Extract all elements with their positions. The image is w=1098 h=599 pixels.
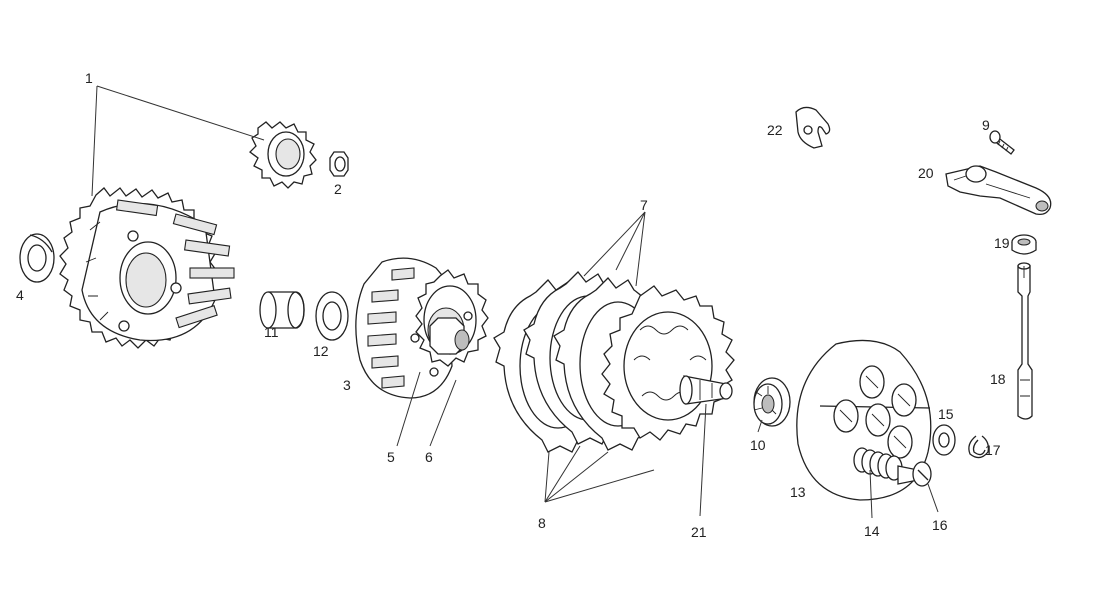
callout-8: 8 (538, 515, 546, 531)
part-17-circlip (968, 435, 990, 459)
callout-15: 15 (938, 406, 954, 422)
part-2-nut (329, 151, 349, 177)
callout-6: 6 (425, 449, 433, 465)
part-11-bushing (259, 291, 305, 329)
callout-10: 10 (750, 437, 766, 453)
part-21-pushrod (679, 375, 733, 405)
callout-18: 18 (990, 371, 1006, 387)
callout-16: 16 (932, 517, 948, 533)
callout-7: 7 (640, 197, 648, 213)
part-15-washer (932, 424, 956, 456)
part-19-seal (1011, 234, 1037, 255)
callout-2: 2 (334, 181, 342, 197)
callout-12: 12 (313, 343, 329, 359)
leader-lines (91, 85, 939, 519)
callout-20: 20 (918, 165, 934, 181)
callout-22: 22 (767, 122, 783, 138)
callout-21: 21 (691, 524, 707, 540)
part-4-washer (19, 233, 55, 283)
callout-13: 13 (790, 484, 806, 500)
callout-14: 14 (864, 523, 880, 539)
callout-9: 9 (982, 117, 990, 133)
callout-3: 3 (343, 377, 351, 393)
part-20-release-lever (945, 165, 1052, 216)
callout-5: 5 (387, 449, 395, 465)
part-5-hub-nut (410, 311, 473, 377)
callout-17: 17 (985, 442, 1001, 458)
part-9-bolt (989, 130, 1015, 155)
callout-1: 1 (85, 70, 93, 86)
part-22-clip (795, 106, 831, 149)
callout-19: 19 (994, 235, 1010, 251)
part-18-release-shaft (1017, 262, 1033, 420)
part-16-screw (897, 461, 932, 487)
callout-11: 11 (264, 324, 279, 340)
part-10-bearing (753, 377, 791, 427)
part-12-washer (315, 291, 349, 341)
callout-4: 4 (16, 287, 24, 303)
callout-numbers: 1 2 3 4 5 6 7 8 9 10 11 12 13 14 15 16 1… (16, 70, 1010, 540)
part-1-drive-gear (249, 121, 317, 189)
part-1-clutch-basket (59, 187, 235, 349)
